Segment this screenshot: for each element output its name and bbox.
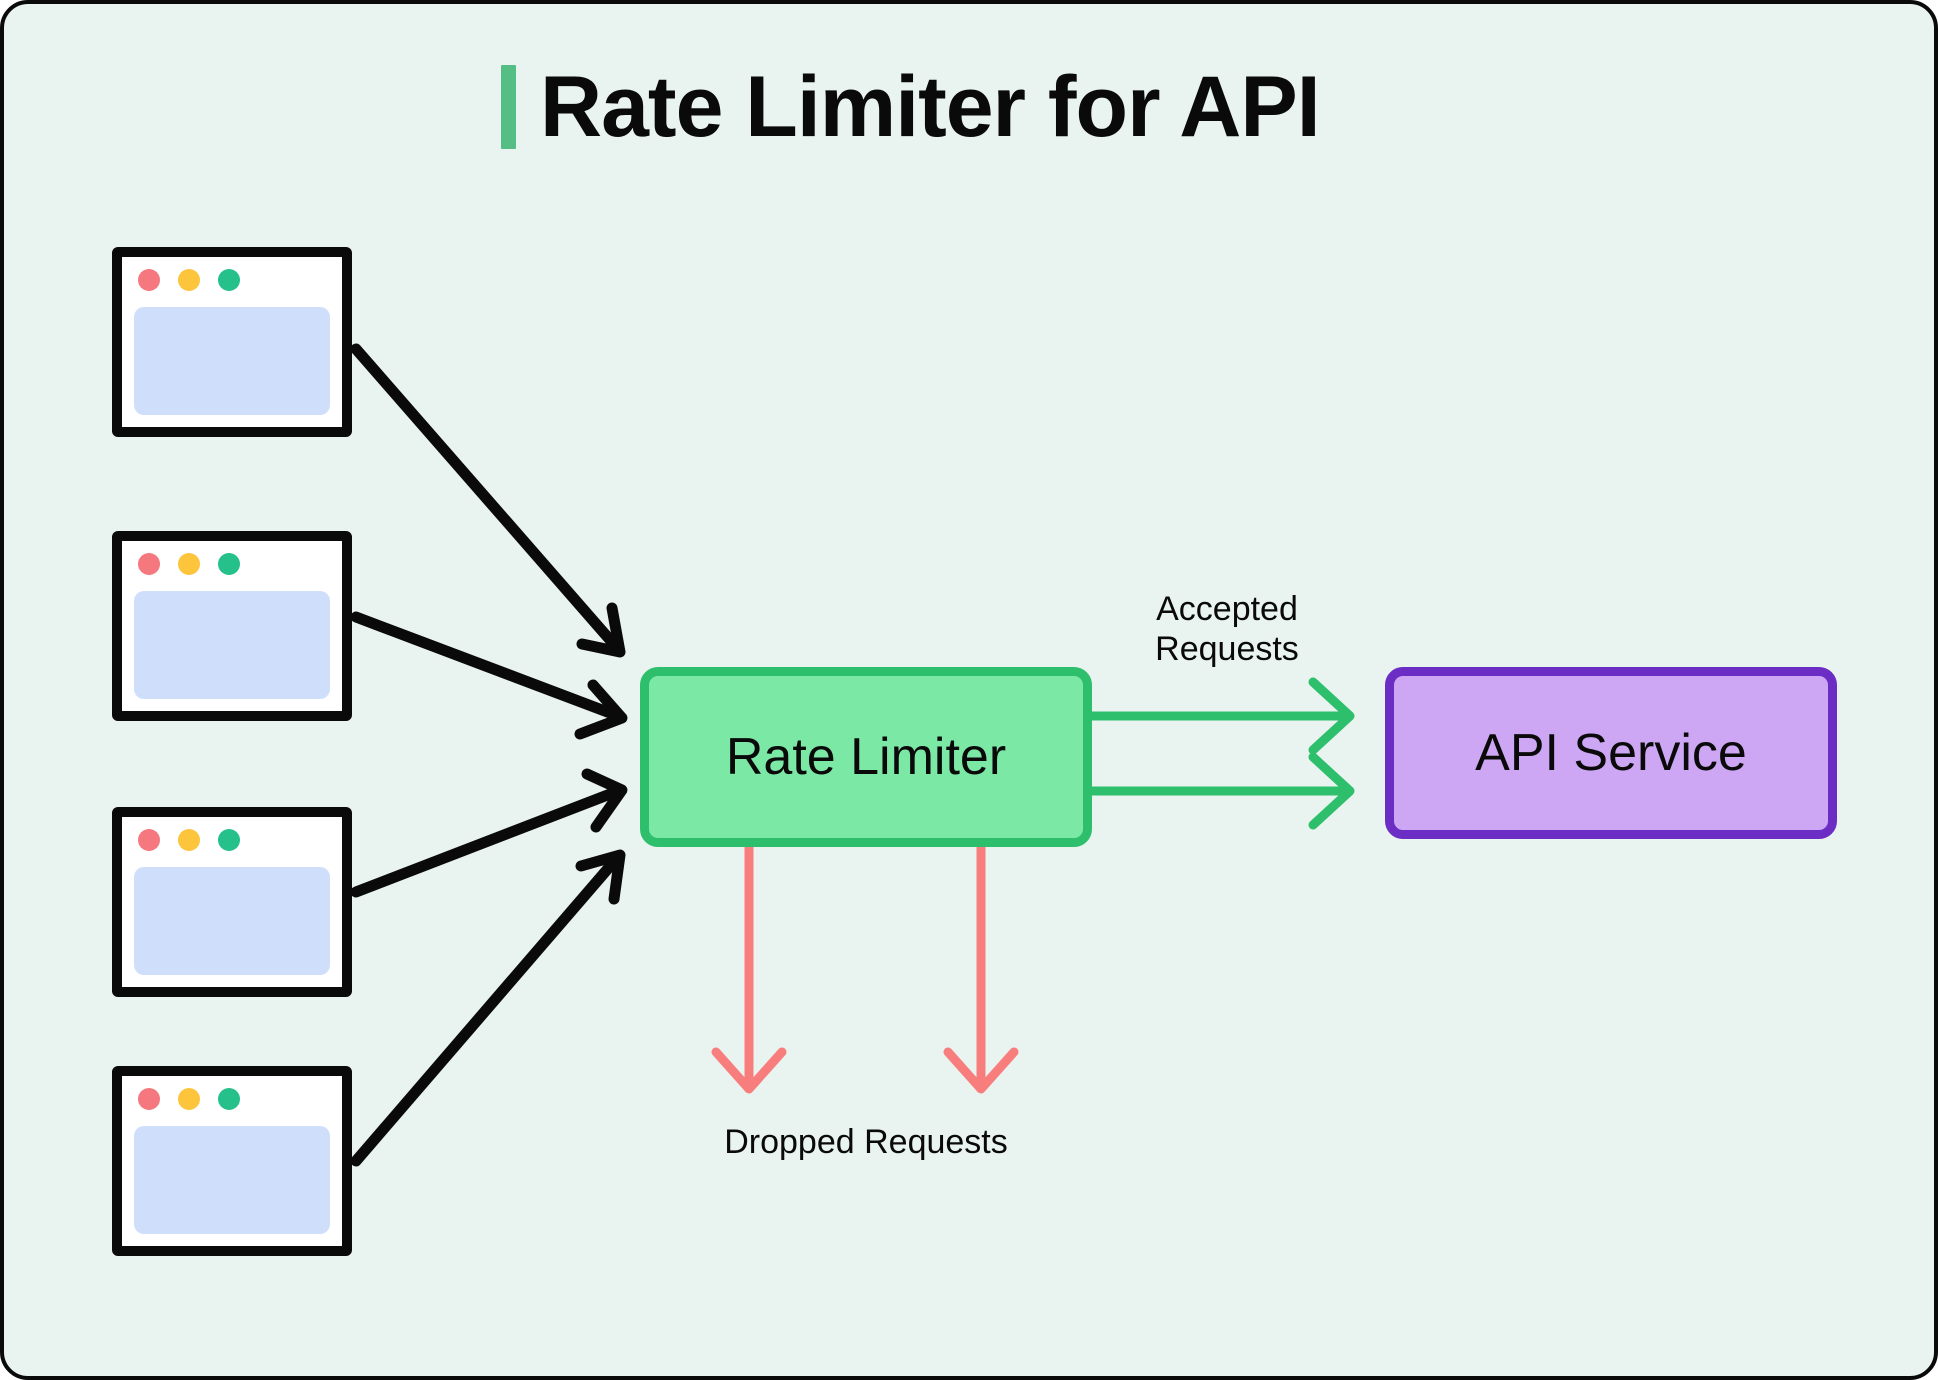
title-text: Rate Limiter for API xyxy=(540,59,1321,155)
close-dot-icon xyxy=(138,553,160,575)
client-content-area xyxy=(134,591,330,699)
client-window-3[interactable] xyxy=(112,807,352,997)
client-window-2[interactable] xyxy=(112,531,352,721)
close-dot-icon xyxy=(138,1088,160,1110)
minimize-dot-icon xyxy=(178,1088,200,1110)
client-content-area xyxy=(134,867,330,975)
edge-client2-to-rate-limiter xyxy=(350,611,628,740)
client-content-area xyxy=(134,307,330,415)
edge-client3-to-rate-limiter xyxy=(350,768,628,898)
window-controls xyxy=(138,829,240,851)
node-api-service[interactable]: API Service xyxy=(1385,667,1837,839)
close-dot-icon xyxy=(138,829,160,851)
edge-accepted-requests-lower xyxy=(1087,752,1355,830)
client-window-4[interactable] xyxy=(112,1066,352,1256)
window-controls xyxy=(138,553,240,575)
minimize-dot-icon xyxy=(178,829,200,851)
maximize-dot-icon xyxy=(218,553,240,575)
minimize-dot-icon xyxy=(178,269,200,291)
window-controls xyxy=(138,269,240,291)
maximize-dot-icon xyxy=(218,829,240,851)
edge-client1-to-rate-limiter xyxy=(350,343,626,658)
page-title: Rate Limiter for API xyxy=(501,59,1321,155)
edge-accepted-requests-upper xyxy=(1087,677,1355,755)
node-rate-limiter[interactable]: Rate Limiter xyxy=(640,667,1092,847)
edge-dropped-requests-left xyxy=(711,842,787,1094)
maximize-dot-icon xyxy=(218,1088,240,1110)
maximize-dot-icon xyxy=(218,269,240,291)
close-dot-icon xyxy=(138,269,160,291)
minimize-dot-icon xyxy=(178,553,200,575)
edge-dropped-requests-right xyxy=(943,842,1019,1094)
client-window-1[interactable] xyxy=(112,247,352,437)
label-accepted-requests: Accepted Requests xyxy=(1155,590,1299,669)
window-controls xyxy=(138,1088,240,1110)
client-content-area xyxy=(134,1126,330,1234)
edge-client4-to-rate-limiter xyxy=(350,849,626,1167)
label-dropped-requests: Dropped Requests xyxy=(724,1123,1008,1161)
title-accent-bar xyxy=(501,65,516,149)
